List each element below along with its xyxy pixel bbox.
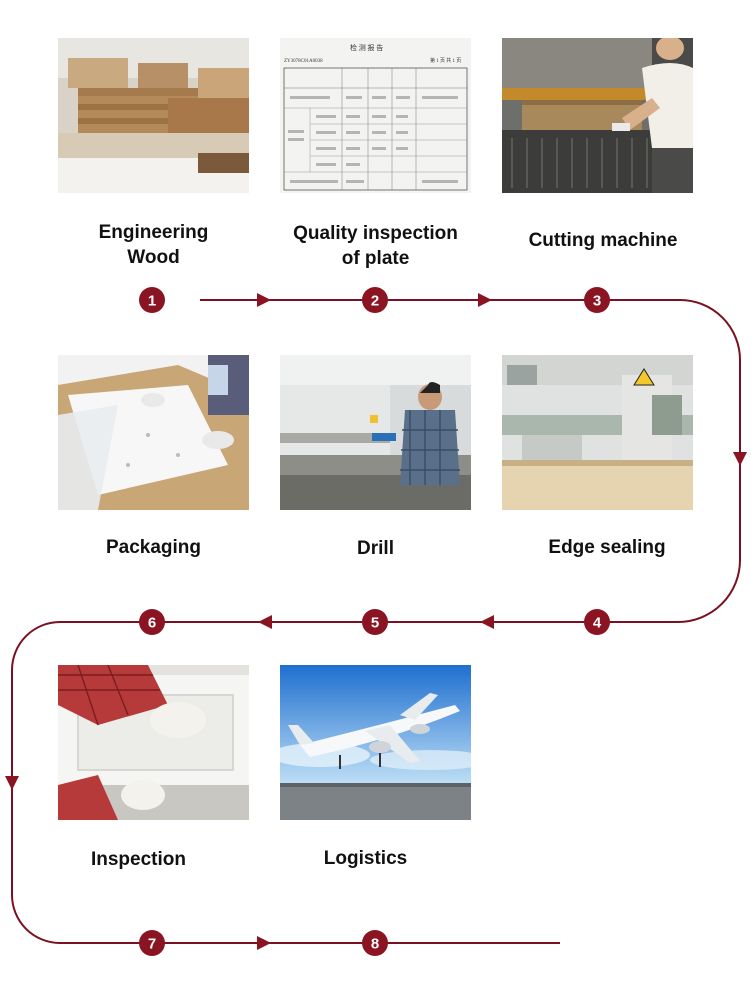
step-label-2: Quality inspection of plate [293,223,458,269]
svg-text:4: 4 [593,615,602,632]
arrow-left-1 [480,615,494,629]
svg-text:1: 1 [148,293,156,310]
step-badge-1: 1 [139,287,165,313]
step-label-8: Logistics [323,848,408,869]
step-label-6: Packaging [105,537,202,558]
photo-inspection [58,665,249,820]
photo-drill [280,355,471,510]
photo-engineering-wood [58,38,249,193]
step-label-7: Inspection [90,849,186,870]
arrow-down-2 [5,776,19,790]
step-label-5: Drill [357,538,394,559]
svg-text:8: 8 [371,936,379,953]
photo-edge-sealing [502,355,693,510]
photo-quality-inspection-report: 检 测 报 告 ZY3078C01A0038 第 1 页 共 1 页 [280,38,471,193]
step-label-1: Engineering Wood [98,222,209,268]
report-code: ZY3078C01A0038 [284,59,323,64]
report-page: 第 1 页 共 1 页 [430,57,461,64]
svg-text:7: 7 [148,936,156,953]
photo-logistics [280,665,471,820]
arrow-right-1 [257,293,271,307]
step-label-4: Edge sealing [548,537,666,558]
arrow-left-2 [258,615,272,629]
step-badge-6: 6 [139,609,165,635]
step-badge-5: 5 [362,609,388,635]
report-title: 检 测 报 告 [350,43,383,52]
step-badge-3: 3 [584,287,610,313]
svg-text:5: 5 [371,615,379,632]
step-badge-2: 2 [362,287,388,313]
step-badge-7: 7 [139,930,165,956]
arrow-right-2 [478,293,492,307]
step-label-3: Cutting machine [528,230,678,251]
step-badge-4: 4 [584,609,610,635]
svg-text:2: 2 [371,293,379,310]
step-badge-8: 8 [362,930,388,956]
arrow-right-3 [257,936,271,950]
svg-text:6: 6 [148,615,156,632]
photo-packaging [58,355,249,510]
svg-text:3: 3 [593,293,601,310]
arrow-down-1 [733,452,747,466]
photo-cutting-machine [502,38,693,193]
